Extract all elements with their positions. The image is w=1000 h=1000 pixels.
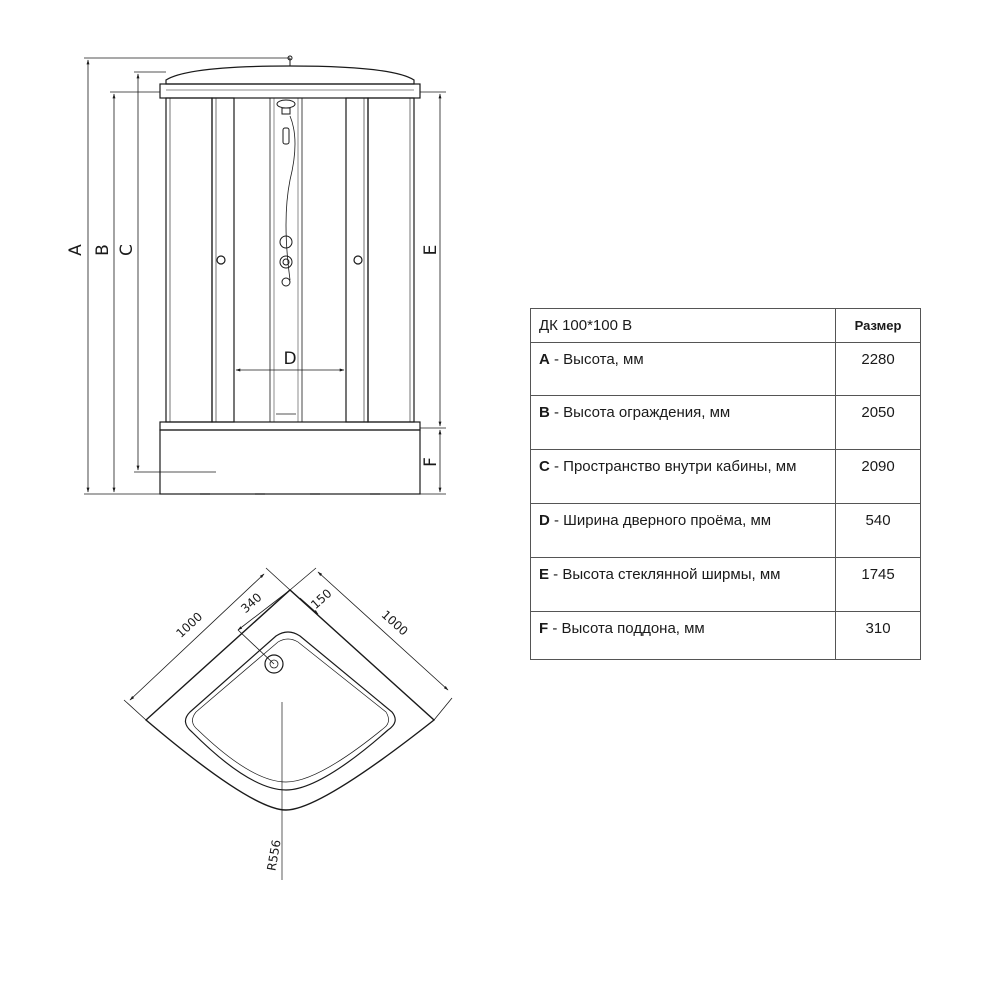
top-dimensions: [123, 567, 453, 721]
hand-shower-icon: [282, 127, 290, 145]
size-column-header: Размер: [835, 308, 921, 343]
cabin-top-rail: [159, 83, 421, 99]
dim-a-label: A: [66, 244, 86, 256]
tray-outline: [144, 589, 436, 811]
param-value: 2280: [835, 342, 921, 396]
dim-width-left-line: [129, 573, 265, 701]
front-dimensions: [84, 57, 446, 495]
spec-table-header: ДК 100*100 В Размер: [529, 308, 921, 343]
param-letter: A: [539, 351, 550, 368]
spec-table: ДК 100*100 В Размер A - Высота, мм 2280 …: [529, 308, 921, 660]
dim-d-label: D: [283, 349, 296, 369]
param-label: - Высота ограждения, мм: [549, 404, 731, 421]
table-row: E - Высота стеклянной ширмы, мм 1745: [529, 557, 921, 612]
rain-shower-icon: [276, 99, 296, 109]
shower-column: [269, 97, 303, 423]
left-door: [211, 97, 235, 423]
front-dim-labels: A B C E F D: [66, 244, 441, 467]
dim-f-label: F: [421, 457, 441, 467]
shower-tray: [159, 429, 421, 495]
table-row: A - Высота, мм 2280: [529, 342, 921, 396]
dim-width-right-label: 1000: [379, 608, 411, 639]
param-letter: E: [539, 566, 550, 583]
control-knob-icon: [279, 255, 293, 269]
table-row: B - Высота ограждения, мм 2050: [529, 395, 921, 450]
param-label: - Высота стеклянной ширмы, мм: [549, 566, 781, 583]
param-letter: B: [539, 404, 550, 421]
control-knob-icon: [279, 235, 293, 249]
dim-radius-label: R556: [264, 839, 283, 872]
param-value: 2050: [835, 395, 921, 450]
table-row: D - Ширина дверного проёма, мм 540: [529, 503, 921, 558]
dim-150-label: 150: [308, 586, 334, 612]
param-label: - Ширина дверного проёма, мм: [549, 512, 772, 529]
drain-icon: [264, 654, 284, 674]
cabin-roof: [165, 65, 415, 85]
top-view: [144, 589, 436, 880]
table-row: C - Пространство внутри кабины, мм 2090: [529, 449, 921, 504]
holder-icon: [281, 277, 291, 287]
dim-340-line: [237, 589, 291, 631]
param-value: 2090: [835, 449, 921, 504]
param-label: - Пространство внутри кабины, мм: [549, 458, 797, 475]
param-label: - Высота поддона, мм: [548, 620, 705, 637]
param-letter: D: [539, 512, 550, 529]
dim-width-right-line: [317, 571, 449, 691]
dim-e-label: E: [421, 245, 441, 256]
param-value: 310: [835, 611, 921, 660]
param-label: - Высота, мм: [549, 351, 644, 368]
param-letter: C: [539, 458, 550, 475]
cabin-bottom-rail: [159, 421, 421, 431]
dim-340-label: 340: [238, 590, 264, 616]
dim-150-line: [299, 597, 319, 615]
param-letter: F: [539, 620, 549, 637]
left-handle-icon: [216, 255, 226, 265]
right-glass-panel: [367, 97, 415, 423]
front-view: [159, 55, 421, 495]
left-glass-panel: [165, 97, 213, 423]
param-value: 540: [835, 503, 921, 558]
table-row: F - Высота поддона, мм 310: [529, 611, 921, 660]
param-value: 1745: [835, 557, 921, 612]
tray-basin: [184, 631, 396, 791]
top-dim-labels: 1000 1000 340 150 R556: [173, 586, 410, 872]
model-name: ДК 100*100 В: [529, 308, 837, 343]
dim-width-left-label: 1000: [173, 610, 205, 641]
dim-c-label: C: [117, 244, 137, 256]
right-handle-icon: [353, 255, 363, 265]
shower-hose: [285, 115, 296, 281]
right-door: [345, 97, 369, 423]
dim-b-label: B: [93, 244, 113, 256]
